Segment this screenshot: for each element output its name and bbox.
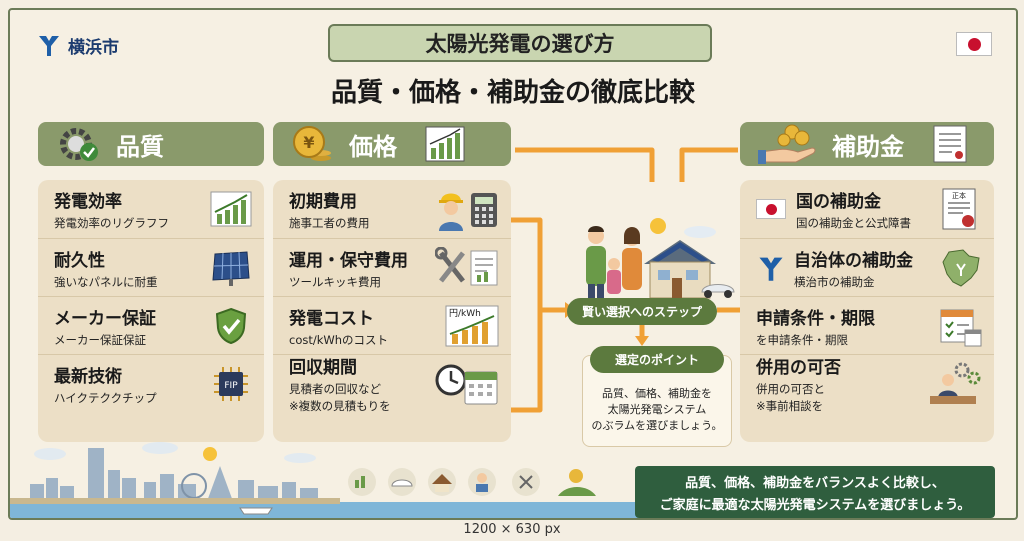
tools-icon xyxy=(435,246,501,288)
item-desc: 強いなパネルに耐重 xyxy=(54,274,158,289)
subsidy-header: 補助金 xyxy=(740,122,994,166)
solar-panel-icon xyxy=(208,248,254,288)
line-chart-icon xyxy=(208,189,254,229)
quality-header: 品質 xyxy=(38,122,264,166)
item-note: ※複数の見積もりを xyxy=(289,399,391,413)
item-desc: 横治市の補助金 xyxy=(794,274,875,289)
footer-message: 品質、価格、補助金をバランスよく比較し、 ご家庭に最適な太陽光発電システムを選び… xyxy=(635,466,995,518)
item-desc: cost/kWhのコスト xyxy=(289,332,389,347)
item-title: 併用の可否 xyxy=(756,358,841,378)
quality-panel: 発電効率発電効率のリグラフフ 耐久性強いなパネルに耐重 メーカー保証メーカー保証… xyxy=(38,180,264,442)
subsidy-item-combination: 併用の可否併用の可否と ※事前相談を xyxy=(740,354,994,413)
item-title: 申請条件・期限 xyxy=(756,308,875,329)
quality-item-durability: 耐久性強いなパネルに耐重 xyxy=(38,238,264,296)
clock-calendar-icon xyxy=(435,364,501,404)
image-size-caption: 1200 × 630 px xyxy=(463,522,561,537)
japan-flag-icon xyxy=(756,199,786,219)
document-icon xyxy=(933,125,967,163)
subsidy-item-conditions: 申請条件・期限を申請条件・期限 xyxy=(740,296,994,354)
map-icon xyxy=(938,248,984,288)
subsidy-panel: 国の補助金国の補助金と公式障書 正本 自治体の補助金横治市の補助金 申請条件・期… xyxy=(740,180,994,442)
subsidy-title: 補助金 xyxy=(832,132,904,161)
consultation-icon xyxy=(926,362,984,404)
chip-label: FIP xyxy=(224,381,238,391)
point-title: 選定のポイント xyxy=(590,346,724,373)
point-line-1: 品質、価格、補助金を xyxy=(602,387,712,400)
document-stamp-icon: 正本 xyxy=(938,188,984,230)
item-desc: 国の補助金と公式障書 xyxy=(796,216,911,230)
item-desc: 併用の可否と xyxy=(756,382,825,396)
item-title: 耐久性 xyxy=(54,250,105,271)
page-subtitle: 品質・価格・補助金の徹底比較 xyxy=(330,78,695,108)
item-note: ※事前相談を xyxy=(756,399,824,413)
subsidy-item-local: 自治体の補助金横治市の補助金 xyxy=(740,238,994,296)
family-house-illustration xyxy=(586,218,735,300)
svg-text:¥: ¥ xyxy=(303,133,314,152)
gear-check-icon xyxy=(60,128,98,161)
item-desc: ツールキッキ費用 xyxy=(289,274,381,289)
item-desc: 施事工者の費用 xyxy=(289,216,370,230)
cost-chart-label: 円/kWh xyxy=(449,308,481,319)
chip-icon: FIP xyxy=(208,364,254,404)
yen-coin-icon: ¥ xyxy=(293,126,331,161)
yokohama-skyline-illustration xyxy=(10,442,650,518)
price-header: ¥ 価格 xyxy=(273,122,511,166)
item-desc: を申請条件・期限 xyxy=(756,332,848,347)
item-title: 自治体の補助金 xyxy=(794,250,913,271)
yokohama-emblem-icon xyxy=(759,257,783,281)
item-desc: 見積者の回収など xyxy=(289,382,381,396)
shield-check-icon xyxy=(208,306,254,346)
cost-chart-icon: 円/kWh xyxy=(443,305,501,346)
quality-item-technology: 最新技術ハイクテククチップ FIP xyxy=(38,354,264,412)
quality-item-efficiency: 発電効率発電効率のリグラフフ xyxy=(38,180,264,238)
point-line-2: 太陽光発電システム xyxy=(607,403,707,416)
calendar-checklist-icon xyxy=(938,306,984,346)
item-title: 回収期間 xyxy=(289,358,357,378)
price-item-payback: 回収期間見積者の回収など ※複数の見積もりを xyxy=(273,354,511,413)
subsidy-item-national: 国の補助金国の補助金と公式障書 正本 xyxy=(740,180,994,238)
energy-icons-row xyxy=(348,468,596,496)
quality-title: 品質 xyxy=(116,132,164,161)
city-name: 横浜市 xyxy=(68,37,119,58)
price-title: 価格 xyxy=(349,132,397,161)
footer-line-2: ご家庭に最適な太陽光発電システムを選びましょう。 xyxy=(659,497,971,513)
item-title: 初期費用 xyxy=(289,192,357,212)
item-title: メーカー保証 xyxy=(54,308,156,329)
city-logo: 横浜市 xyxy=(36,32,119,58)
footer-line-1: 品質、価格、補助金をバランスよく比較し、 xyxy=(685,475,945,491)
item-desc: ハイクテククチップ xyxy=(54,390,157,405)
banner-title: 太陽光発電の選び方 xyxy=(328,24,712,62)
hand-coins-icon xyxy=(758,124,816,164)
item-desc: メーカー保証保証 xyxy=(54,332,146,347)
item-title: 発電コスト xyxy=(289,308,374,329)
infographic-frame: 横浜市 太陽光発電の選び方 品質・価格・補助金の徹底比較 品質 xyxy=(8,8,1018,520)
yokohama-emblem-icon xyxy=(39,36,59,56)
price-item-initial: 初期費用施事工者の費用 xyxy=(273,180,511,238)
step-label: 賢い選択へのステップ xyxy=(567,298,717,325)
quality-item-warranty: メーカー保証メーカー保証保証 xyxy=(38,296,264,354)
price-item-maintenance: 運用・保守費用ツールキッキ費用 xyxy=(273,238,511,296)
item-title: 国の補助金 xyxy=(796,192,881,212)
price-item-generation-cost: 発電コスト cost/kWhのコスト 円/kWh xyxy=(273,296,511,354)
worker-calculator-icon xyxy=(435,189,501,231)
item-title: 最新技術 xyxy=(54,366,122,387)
point-line-3: のぶラムを選びましょう。 xyxy=(591,419,723,432)
item-desc: 発電効率のリグラフフ xyxy=(54,216,169,230)
item-title: 運用・保守費用 xyxy=(289,250,408,271)
price-panel: 初期費用施事工者の費用 運用・保守費用ツールキッキ費用 発電コスト cost/kW… xyxy=(273,180,511,442)
bar-chart-icon xyxy=(425,126,465,162)
item-title: 発電効率 xyxy=(54,192,122,212)
japan-flag-icon xyxy=(956,32,992,56)
doc-label: 正本 xyxy=(952,191,966,200)
